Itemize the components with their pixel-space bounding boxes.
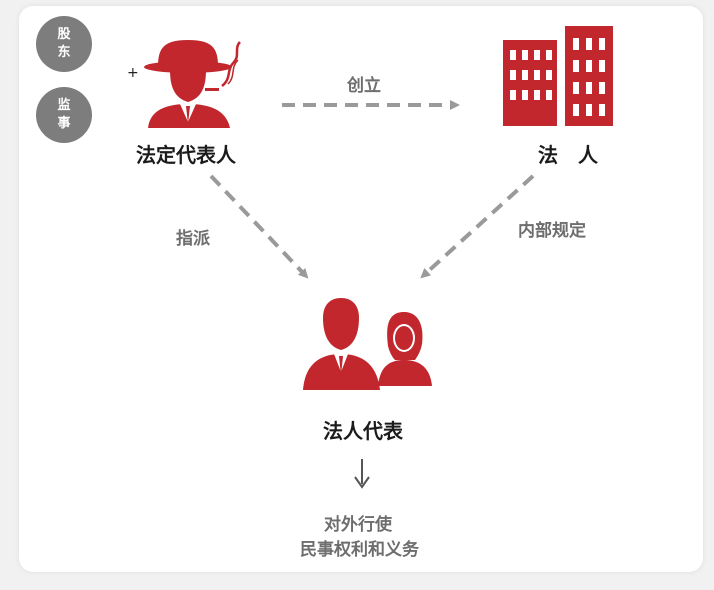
supervisor-badge: 监事 [36,87,92,143]
appoint-label: 指派 [176,229,210,249]
internal-rules-arrow [420,174,535,279]
internal-rules-label: 内部规定 [518,221,586,241]
outcome-line-2: 民事权利和义务 [300,540,419,560]
shareholder-badge-label: 股东 [57,27,71,60]
legal-person-label: 法 人 [538,143,598,167]
shareholder-badge: 股东 [36,16,92,72]
outcome-line-1: 对外行使 [324,515,392,535]
down-arrow-icon [354,459,370,489]
man-and-woman-icon [303,298,432,390]
office-buildings-icon [503,26,613,126]
plus-sign: + [127,65,139,81]
supervisor-badge-label: 监事 [57,98,71,131]
representative-of-legal-person-label: 法人代表 [323,419,403,443]
appoint-arrow [209,174,309,279]
fedora-man-smoking-icon [144,40,241,128]
legal-representative-label: 法定代表人 [136,143,236,167]
establish-label: 创立 [347,76,381,96]
